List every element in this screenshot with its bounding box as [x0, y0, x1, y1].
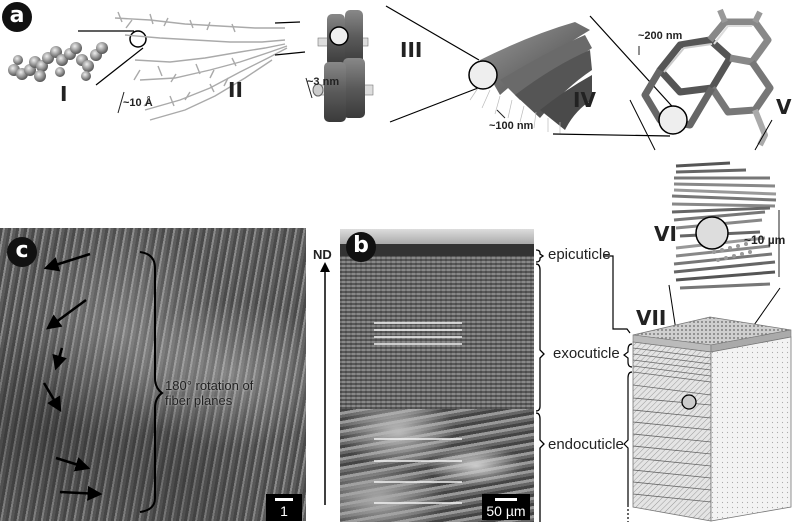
fiber-plane-arrows	[42, 251, 164, 513]
panel-b-badge: b	[346, 232, 376, 262]
scale-label-IV: ~100 nm	[489, 120, 534, 132]
zoom-circle-VI	[695, 216, 729, 250]
nanofibril-III-illustration	[312, 10, 374, 122]
scale-label-III: ~3 nm	[307, 76, 340, 88]
scale-label-VI: ~10 µm	[744, 233, 786, 247]
molecule-I-illustration	[8, 42, 108, 82]
layer-label-endocuticle: endocuticle	[548, 436, 624, 453]
level-V-label: V	[776, 95, 792, 119]
zoom-circle-IV	[468, 60, 498, 90]
scale-line-II	[117, 91, 125, 114]
level-I-label: I	[60, 82, 68, 106]
nd-axis-label: ND	[313, 247, 332, 262]
level-VII-label: VII	[636, 306, 667, 330]
rotation-annotation: 180° rotation of fiber planes	[165, 378, 254, 408]
sem-image-c: c 180° rotation of fiber planes 1 µm	[0, 228, 306, 521]
lamella-guide-lines	[374, 322, 462, 504]
zoom-circle-I	[129, 30, 147, 48]
sem-image-b: b 50 µm	[340, 229, 534, 522]
twisted-plywood-VI-illustration	[671, 161, 777, 290]
chitin-chains-II-illustration	[114, 11, 288, 121]
rotation-bracket	[139, 251, 164, 513]
zoom-circle-V	[658, 105, 688, 135]
level-VI-label: VI	[654, 222, 677, 246]
scale-line-IV	[496, 109, 506, 119]
layer-label-epicuticle: epicuticle	[548, 246, 611, 263]
scale-label-II: ~10 Å	[123, 97, 153, 109]
zoom-circle-VII	[681, 394, 697, 410]
cuticle-block-VII-illustration	[632, 316, 792, 522]
fiber-bundle-IV-illustration	[469, 22, 592, 134]
level-III-label: III	[400, 38, 423, 62]
scale-bar-b: 50 µm	[482, 494, 530, 520]
scale-bar-c: 1 µm	[266, 494, 302, 521]
scale-label-V: ~200 nm	[638, 30, 683, 42]
layer-brackets	[603, 255, 633, 522]
layer-label-exocuticle: exocuticle	[553, 345, 620, 362]
scale-line-III	[305, 77, 313, 99]
panel-a-badge: a	[2, 2, 32, 32]
panel-c-badge: c	[7, 237, 37, 267]
level-IV-label: IV	[573, 88, 596, 112]
level-II-label: II	[228, 78, 243, 102]
zoom-circle-III	[329, 26, 349, 46]
